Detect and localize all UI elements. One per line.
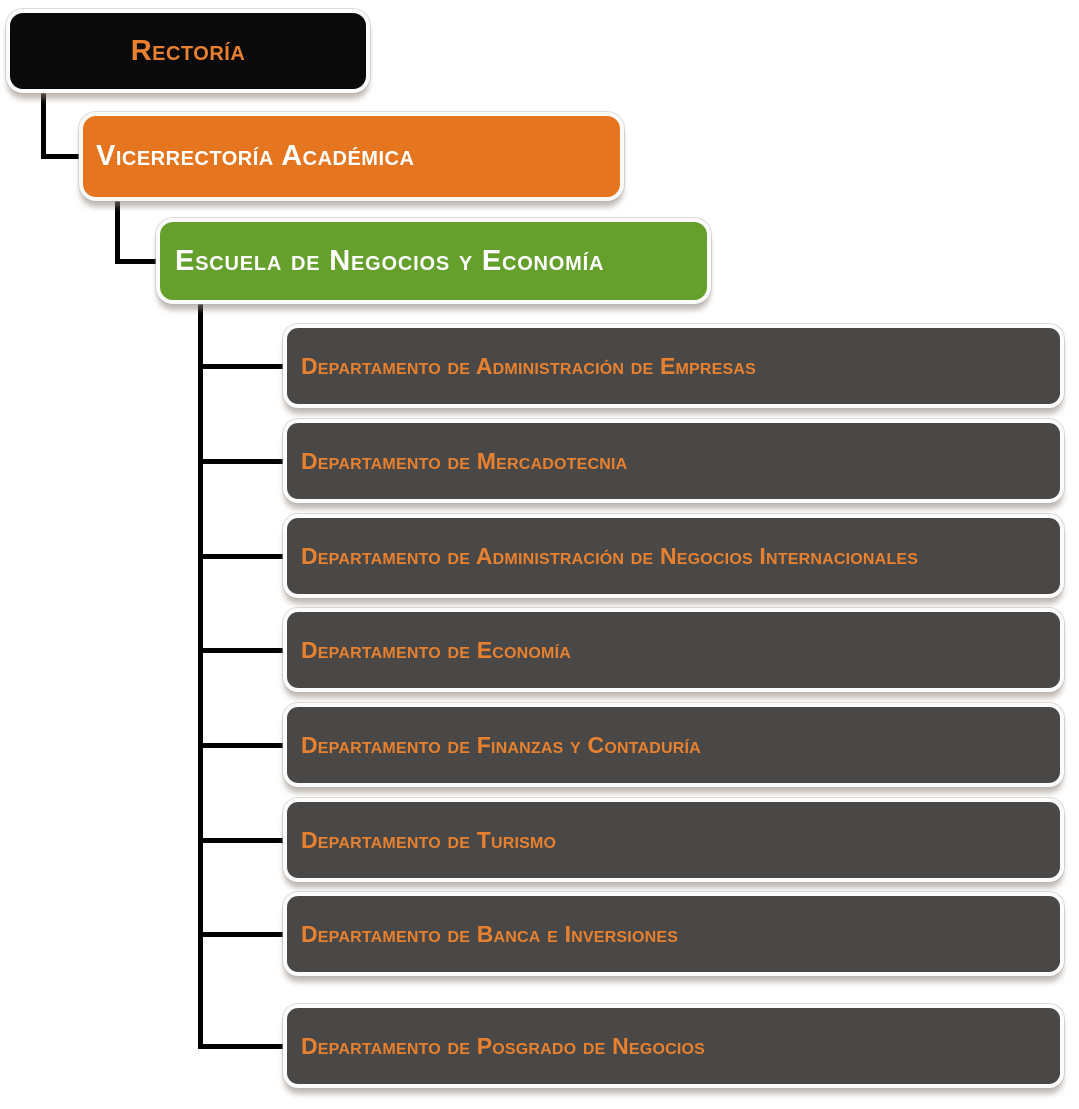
connector-vicerrectoria-escuela	[115, 201, 161, 264]
node-rectoria-label: Rectoría	[130, 34, 246, 67]
connector-escuela-trunk	[198, 298, 203, 1049]
department-label: Departamento de Economía	[301, 636, 571, 663]
node-department-turismo: Departamento de Turismo	[283, 798, 1064, 882]
connector-branch-department-4	[198, 648, 283, 653]
department-label: Departamento de Banca e Inversiones	[301, 920, 679, 947]
department-label: Departamento de Turismo	[301, 826, 557, 853]
connector-rectoria-vicerrectoria	[41, 93, 84, 159]
node-department-finanzas-contaduria: Departamento de Finanzas y Contaduría	[283, 703, 1064, 787]
node-rectoria: Rectoría	[6, 9, 370, 93]
department-label: Departamento de Administración de Empres…	[301, 352, 757, 379]
node-department-administracion-empresas: Departamento de Administración de Empres…	[283, 324, 1064, 408]
connector-branch-department-7	[198, 932, 283, 937]
connector-branch-department-3	[198, 554, 283, 559]
node-vicerrectoria-label: Vicerrectoría Académica	[96, 140, 415, 173]
node-department-posgrado-negocios: Departamento de Posgrado de Negocios	[283, 1004, 1064, 1088]
connector-branch-department-5	[198, 743, 283, 748]
connector-branch-department-1	[198, 364, 283, 369]
node-department-mercadotecnia: Departamento de Mercadotecnia	[283, 419, 1064, 503]
department-label: Departamento de Mercadotecnia	[301, 447, 628, 474]
connector-branch-department-2	[198, 459, 283, 464]
node-escuela: Escuela de Negocios y Economía	[156, 218, 711, 304]
department-label: Departamento de Administración de Negoci…	[301, 542, 919, 569]
department-label: Departamento de Finanzas y Contaduría	[301, 731, 701, 758]
node-escuela-label: Escuela de Negocios y Economía	[175, 244, 605, 277]
connector-branch-department-6	[198, 838, 283, 843]
node-department-negocios-internacionales: Departamento de Administración de Negoci…	[283, 514, 1064, 598]
connector-branch-department-8	[198, 1044, 283, 1049]
node-department-economia: Departamento de Economía	[283, 608, 1064, 692]
node-vicerrectoria: Vicerrectoría Académica	[79, 112, 624, 201]
node-department-banca-inversiones: Departamento de Banca e Inversiones	[283, 892, 1064, 976]
department-label: Departamento de Posgrado de Negocios	[301, 1032, 706, 1059]
